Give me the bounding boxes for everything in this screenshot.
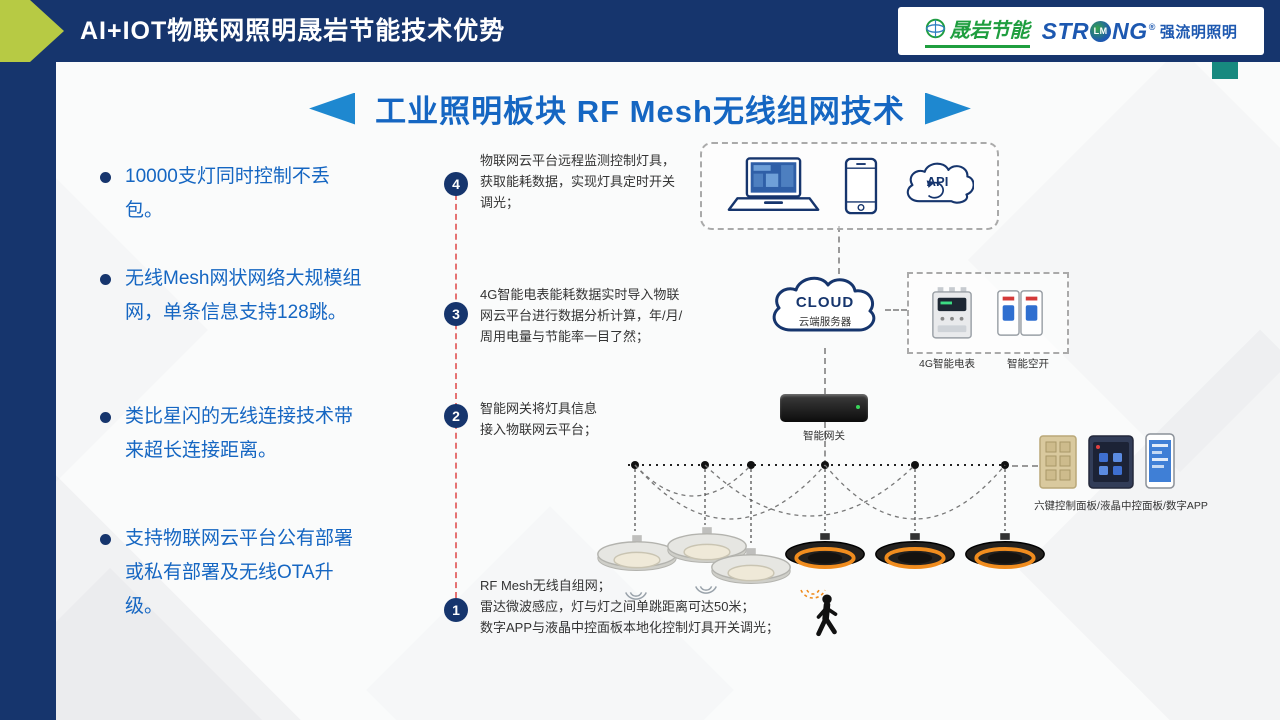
bullet-item: 支持物联网云平台公有部署或私有部署及无线OTA升级。 bbox=[100, 522, 362, 624]
highbay-lamp-light-icon bbox=[667, 527, 747, 563]
sensor-glow-icon bbox=[800, 589, 826, 599]
step-connector-dashed-line bbox=[455, 184, 457, 608]
slide-header-title: AI+IOT物联网照明晟岩节能技术优势 bbox=[80, 17, 506, 45]
breaker-label: 智能空开 bbox=[1007, 358, 1049, 370]
registered-mark: ® bbox=[1148, 21, 1156, 32]
step-text-line: 接入物联网云平台； bbox=[480, 422, 598, 437]
triangle-left-icon bbox=[309, 92, 356, 125]
app-phone-icon bbox=[1145, 433, 1175, 489]
bullet-dot bbox=[100, 274, 111, 285]
step-text-line: 物联网云平台远程监测控制灯具， bbox=[480, 153, 676, 168]
cloud-icon bbox=[772, 276, 876, 332]
left-accent-strip bbox=[0, 62, 56, 720]
gateway-label: 智能网关 bbox=[803, 430, 845, 442]
step-text-line: 雷达微波感应，灯与灯之间单跳距离可达50米； bbox=[480, 599, 755, 614]
laptop-icon bbox=[727, 157, 819, 211]
step-text-line: 数字APP与液晶中控面板本地化控制灯具开关调光； bbox=[480, 620, 780, 635]
dashed-connector bbox=[838, 226, 840, 274]
step-number-badge: 1 bbox=[444, 598, 468, 622]
cloud-server: CLOUD 云端服务器 bbox=[765, 270, 885, 350]
bullet-text: 类比星闪的无线连接技术带来超长连接距离。 bbox=[125, 406, 354, 461]
bullet-item: 类比星闪的无线连接技术带来超长连接距离。 bbox=[100, 400, 362, 468]
strong-logo-text-post: NG bbox=[1112, 17, 1148, 44]
step-text-line: 周用电量与节能率一目了然； bbox=[480, 329, 650, 344]
highbay-lamp-on-icon bbox=[965, 533, 1045, 569]
radar-wave-icon bbox=[625, 592, 647, 600]
lcd-control-panel-icon bbox=[1088, 435, 1134, 489]
bullet-dot bbox=[100, 534, 111, 545]
step-text-line: 获取能耗数据，实现灯具定时开关 bbox=[480, 174, 676, 189]
mesh-network-diagram bbox=[628, 461, 1010, 543]
highbay-lamp-on-icon bbox=[785, 533, 865, 569]
bullet-item: 无线Mesh网状网络大规模组网，单条信息支持128跳。 bbox=[100, 262, 362, 330]
step-number-badge: 2 bbox=[444, 404, 468, 428]
logo-box: 晟岩节能 STR LM NG ® 强流明照明 bbox=[898, 7, 1264, 55]
bullet-text: 支持物联网云平台公有部署或私有部署及无线OTA升级。 bbox=[125, 528, 354, 617]
panels-label: 六键控制面板/液晶中控面板/数字APP bbox=[1034, 500, 1208, 512]
metering-group bbox=[907, 272, 1069, 354]
step-number-badge: 4 bbox=[444, 172, 468, 196]
api-label: API bbox=[926, 174, 949, 189]
step-text-line: RF Mesh无线自组网； bbox=[480, 578, 611, 593]
chevron-accent-icon bbox=[0, 0, 64, 62]
teal-accent-square bbox=[1212, 62, 1238, 79]
step-description: 智能网关将灯具信息 接入物联网云平台； bbox=[480, 398, 597, 440]
strong-logo: STR LM NG ® 强流明照明 bbox=[1042, 18, 1238, 45]
strong-logo-cn-name: 强流明照明 bbox=[1159, 23, 1238, 41]
step-text-line: 4G智能电表能耗数据实时导入物联 bbox=[480, 287, 680, 302]
control-panels-group bbox=[1038, 432, 1176, 490]
dashed-connector bbox=[824, 422, 826, 466]
circuit-breaker-icon bbox=[997, 290, 1044, 336]
step-description: 4G智能电表能耗数据实时导入物联 网云平台进行数据分析计算，年/月/ 周用电量与… bbox=[480, 284, 682, 347]
api-cloud-icon: API bbox=[902, 159, 975, 213]
header-bar: AI+IOT物联网照明晟岩节能技术优势 晟岩节能 STR LM NG ® 强流明… bbox=[0, 0, 1280, 62]
dashed-connector bbox=[824, 348, 826, 394]
step-number-badge: 3 bbox=[444, 302, 468, 326]
shengyan-logo: 晟岩节能 bbox=[924, 14, 1030, 48]
bullet-dot bbox=[100, 412, 111, 423]
dashed-connector bbox=[885, 309, 907, 311]
bullet-text: 10000支灯同时控制不丢包。 bbox=[125, 166, 330, 221]
bullet-text: 无线Mesh网状网络大规模组网，单条信息支持128跳。 bbox=[125, 268, 362, 323]
triangle-right-icon bbox=[924, 92, 971, 125]
smartphone-icon bbox=[844, 157, 878, 215]
meter-label: 4G智能电表 bbox=[918, 358, 975, 370]
bullet-dot bbox=[100, 172, 111, 183]
dashed-connector bbox=[1012, 465, 1038, 467]
person-walking-icon bbox=[816, 594, 838, 637]
smart-gateway-icon bbox=[780, 394, 868, 422]
cloud-subtitle: 云端服务器 bbox=[798, 316, 852, 328]
strong-logo-text-pre: STR bbox=[1041, 17, 1090, 44]
step-description: 物联网云平台远程监测控制灯具， 获取能耗数据，实现灯具定时开关 调光； bbox=[480, 150, 675, 213]
bullet-item: 10000支灯同时控制不丢包。 bbox=[100, 160, 362, 228]
cloud-title: CLOUD bbox=[795, 294, 855, 311]
globe-icon bbox=[925, 18, 945, 39]
lm-badge-icon: LM bbox=[1090, 20, 1112, 42]
six-key-panel-icon bbox=[1039, 435, 1077, 489]
section-title-row: 工业照明板块 RF Mesh无线组网技术 bbox=[0, 86, 1280, 131]
radar-wave-icon bbox=[695, 586, 717, 594]
step-text-line: 智能网关将灯具信息 bbox=[480, 401, 598, 416]
highbay-lamp-light-icon bbox=[711, 548, 791, 584]
step-text-line: 网云平台进行数据分析计算，年/月/ bbox=[480, 308, 683, 323]
step-text-line: 调光； bbox=[480, 195, 520, 210]
highbay-lamp-on-icon bbox=[875, 533, 955, 569]
step-description: RF Mesh无线自组网； 雷达微波感应，灯与灯之间单跳距离可达50米； 数字A… bbox=[480, 575, 779, 638]
smart-meter-icon bbox=[931, 287, 972, 339]
section-title: 工业照明板块 RF Mesh无线组网技术 bbox=[375, 94, 905, 129]
cloud-clients-group: API bbox=[700, 142, 999, 230]
shengyan-logo-text: 晟岩节能 bbox=[949, 20, 1030, 42]
highbay-lamp-light-icon bbox=[597, 535, 677, 571]
